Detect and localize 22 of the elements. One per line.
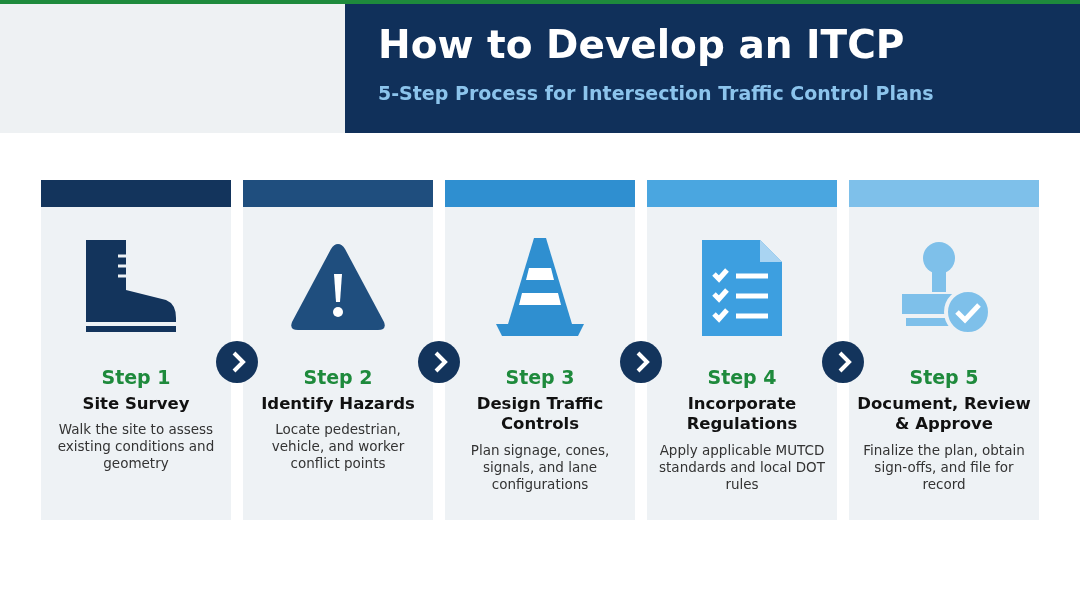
step-card	[445, 180, 635, 520]
step-description: Apply applicable MUTCD standards and local DOT rules	[658, 442, 826, 493]
step-description: Walk the site to assess existing conditions and geometry	[56, 421, 216, 472]
step-label: Step 4	[706, 366, 778, 388]
step-card	[41, 180, 231, 520]
subtitle: 5-Step Process for Intersection Traffic Control Plans	[378, 82, 934, 104]
step-label: Step 2	[302, 366, 374, 388]
step-description: Plan signage, cones, signals, and lane configurations	[469, 442, 611, 493]
step-title: Document, Review & Approve	[856, 394, 1032, 434]
step-label: Step 1	[100, 366, 172, 388]
step-label: Step 5	[908, 366, 980, 388]
step-description: Locate pedestrian, vehicle, and worker conflict points	[270, 421, 406, 472]
step-title: Incorporate Regulations	[685, 394, 799, 434]
step-title: Design Traffic Controls	[475, 394, 605, 434]
step-card	[243, 180, 433, 520]
step-description: Finalize the plan, obtain sign-offs, and file for record	[862, 442, 1026, 493]
step-card	[647, 180, 837, 520]
step-title: Identify Hazards	[260, 394, 416, 414]
step-title: Site Survey	[81, 394, 191, 414]
step-card	[849, 180, 1039, 520]
title: How to Develop an ITCP	[378, 22, 905, 67]
step-label: Step 3	[504, 366, 576, 388]
